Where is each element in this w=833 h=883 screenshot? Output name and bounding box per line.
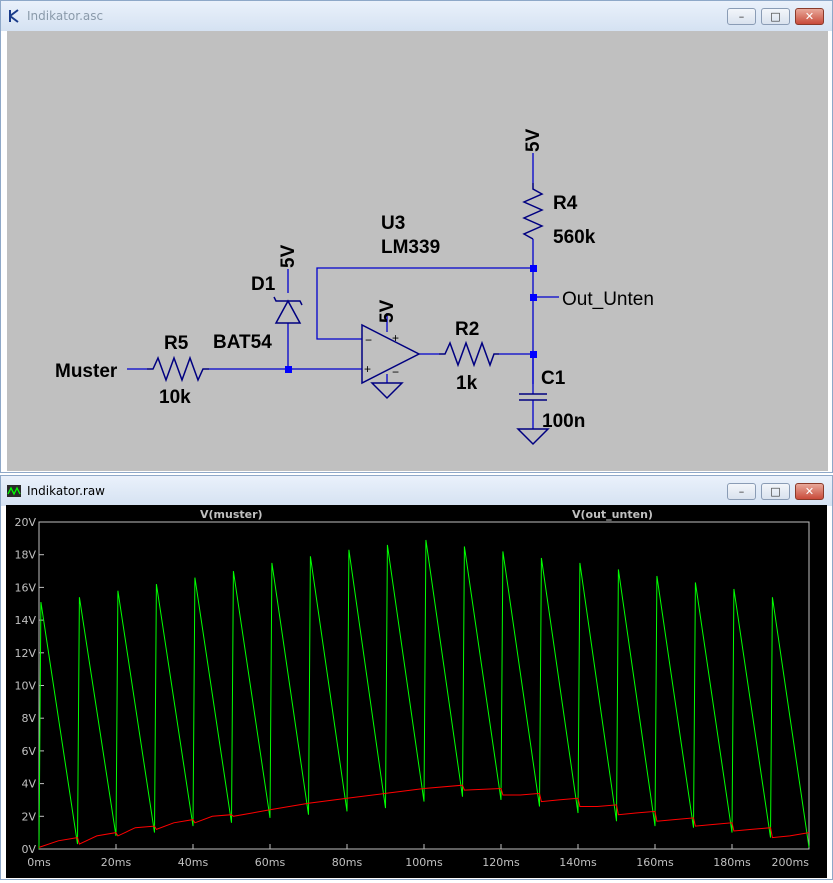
- y-tick-label: 20V: [14, 516, 36, 529]
- pin-minus-label: −: [365, 333, 372, 347]
- supply-minus-label: −: [392, 365, 399, 379]
- schematic-window: Indikator.asc – □ ✕: [0, 0, 833, 473]
- x-tick-label: 40ms: [178, 856, 209, 869]
- resistor-r2[interactable]: [439, 340, 499, 368]
- out-net-label: Out_Unten: [562, 289, 654, 310]
- c1-value-label: 100n: [542, 411, 585, 432]
- y-tick-label: 2V: [21, 810, 36, 823]
- supply-r4-label: 5V: [523, 128, 544, 152]
- u3-part-label: LM339: [381, 237, 440, 258]
- plot-minimize-button[interactable]: –: [727, 483, 756, 500]
- d1-name-label: D1: [251, 274, 276, 295]
- ltspice-icon: [9, 9, 19, 23]
- y-tick-label: 10V: [14, 680, 36, 693]
- supply-plus-label: +: [392, 331, 399, 345]
- x-tick-label: 180ms: [713, 856, 751, 869]
- x-tick-label: 120ms: [482, 856, 520, 869]
- close-button[interactable]: ✕: [795, 8, 824, 25]
- y-tick-label: 8V: [21, 712, 36, 725]
- resistor-r5[interactable]: [147, 355, 209, 383]
- ground-opamp: [370, 382, 404, 400]
- junction-out-label: [530, 294, 537, 301]
- r5-value-label: 10k: [159, 387, 191, 408]
- x-tick-label: 100ms: [405, 856, 443, 869]
- maximize-button[interactable]: □: [761, 8, 790, 25]
- u3-name-label: U3: [381, 213, 405, 234]
- opamp-u3[interactable]: [361, 323, 421, 385]
- r2-value-label: 1k: [456, 373, 478, 394]
- y-tick-label: 16V: [14, 581, 36, 594]
- x-tick-label: 0ms: [27, 856, 51, 869]
- series-line-v-muster: [38, 539, 810, 850]
- y-tick-label: 0V: [21, 843, 36, 856]
- x-tick-label: 200ms: [772, 856, 810, 869]
- x-tick-label: 80ms: [332, 856, 363, 869]
- junction-d1: [285, 366, 292, 373]
- schematic-titlebar[interactable]: Indikator.asc – □ ✕: [1, 1, 832, 31]
- supply-u3-label: 5V: [377, 299, 398, 323]
- pin-plus-label: +: [364, 362, 371, 376]
- schematic-title: Indikator.asc: [27, 9, 104, 23]
- x-tick-label: 140ms: [559, 856, 597, 869]
- r5-name-label: R5: [164, 333, 189, 354]
- y-tick-label: 4V: [21, 778, 36, 791]
- diode-d1[interactable]: [273, 296, 303, 324]
- ground-c1: [516, 428, 550, 446]
- plot-titlebar[interactable]: Indikator.raw – □ ✕: [1, 476, 832, 506]
- y-tick-label: 14V: [14, 614, 36, 627]
- schematic-drawing: − + + − 5V 5V 5V R4 560k U3 LM339 D1 BAT…: [55, 128, 654, 446]
- legend-v-out-unten: V(out_unten): [572, 508, 653, 521]
- x-tick-label: 60ms: [255, 856, 286, 869]
- waveform-icon: [7, 485, 21, 497]
- x-tick-label: 20ms: [101, 856, 132, 869]
- junction-c1: [530, 351, 537, 358]
- d1-part-label: BAT54: [213, 332, 272, 353]
- y-tick-label: 12V: [14, 647, 36, 660]
- muster-net-label: Muster: [55, 361, 118, 382]
- y-tick-label: 6V: [21, 745, 36, 758]
- wire-feedback: [316, 267, 533, 340]
- capacitor-c1[interactable]: [519, 393, 547, 401]
- junction-out-top: [530, 265, 537, 272]
- r4-value-label: 560k: [553, 227, 596, 248]
- plot-title: Indikator.raw: [27, 484, 105, 498]
- resistor-r4[interactable]: [522, 183, 544, 240]
- r2-name-label: R2: [455, 319, 479, 340]
- waveform-plot[interactable]: 0V 2V 4V 6V 8V 10V 12V 14V 16V 18V 20V 0ms 20ms 40ms…: [6, 505, 827, 878]
- legend-v-muster: V(muster): [200, 508, 263, 521]
- supply-d1-label: 5V: [278, 244, 299, 268]
- y-tick-label: 18V: [14, 549, 36, 562]
- minimize-button[interactable]: –: [727, 8, 756, 25]
- plot-maximize-button[interactable]: □: [761, 483, 790, 500]
- plot-close-button[interactable]: ✕: [795, 483, 824, 500]
- waveform-chart: 0V 2V 4V 6V 8V 10V 12V 14V 16V 18V 20V 0ms 20ms 40ms…: [14, 508, 810, 869]
- r4-name-label: R4: [553, 193, 578, 214]
- schematic-canvas[interactable]: − + + − 5V 5V 5V R4 560k U3 LM339 D1 BAT…: [7, 31, 828, 471]
- x-tick-label: 160ms: [636, 856, 674, 869]
- c1-name-label: C1: [541, 368, 566, 389]
- series-line-v-out-unten: [38, 784, 810, 848]
